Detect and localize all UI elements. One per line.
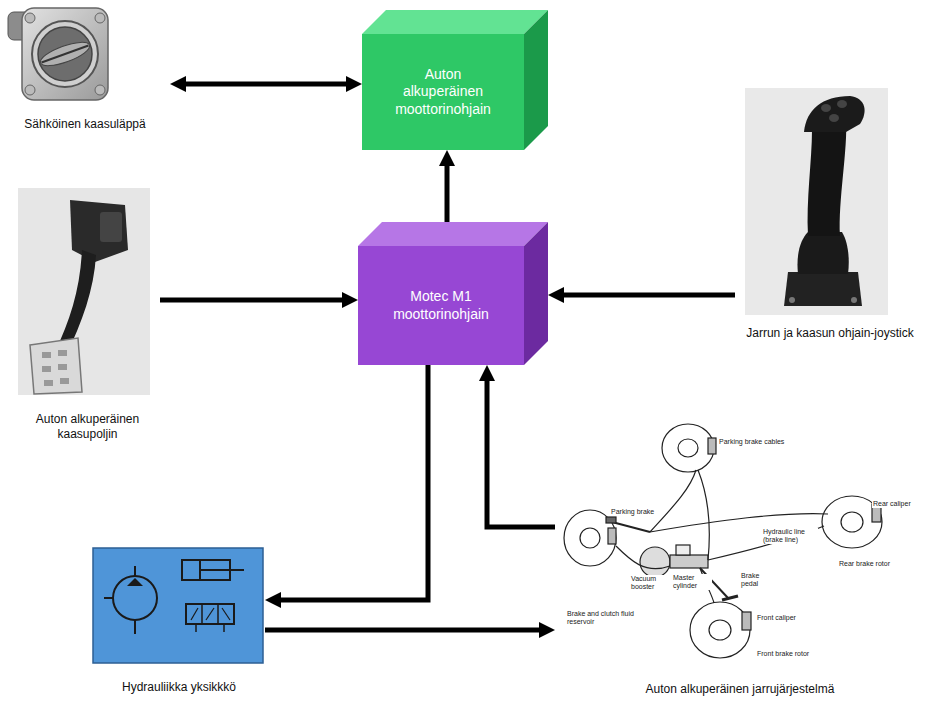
part-label: Parking brake [610, 508, 655, 516]
cube-front-face [358, 246, 524, 365]
part-label: Front caliper [756, 614, 797, 622]
part-label: Parking brake cables [718, 438, 785, 446]
cube-side-face [524, 222, 548, 365]
picture-caption: Auton alkuperäinen jarrujärjestelmä [646, 682, 835, 697]
part-label: Rear brake rotor [838, 560, 891, 568]
joystick-picture [745, 88, 888, 315]
arrow-connector [487, 376, 555, 527]
label-holder: Brake pedal [740, 572, 770, 590]
part-label: Rear caliper [872, 500, 912, 508]
part-label: Master cylinder [672, 574, 712, 589]
label-holder: Brake and clutch fluid reservoir [566, 610, 656, 628]
hydraulic-unit-box [93, 548, 263, 663]
cube-front-face [362, 34, 524, 150]
picture-caption: Hydrauliikka yksikkkö [122, 680, 236, 695]
box-label: Auton alkuperäinen moottorinohjain [386, 66, 501, 119]
hydraulic-node: Hydrauliikka yksikkkö [93, 548, 265, 700]
cube-top-face [358, 222, 548, 246]
throttle-node: Sähköinen kaasuläppä [0, 0, 170, 140]
arrow-connector [559, 293, 735, 298]
part-label: Front brake rotor [756, 650, 810, 658]
arrow-connector [276, 365, 428, 600]
label-holder: Parking brake cables [718, 430, 798, 448]
arrow-connector [181, 82, 351, 87]
picture-caption: Auton alkuperäinen kaasupoljin [20, 412, 155, 442]
label-holder: Rear brake rotor [838, 552, 908, 570]
label-holder: Master cylinder [672, 574, 712, 592]
brake-system-picture [564, 424, 882, 658]
arrow-connector [160, 298, 347, 303]
label-holder: Vacuum booster [630, 575, 666, 593]
part-label: Vacuum booster [630, 575, 666, 590]
picture-caption: Sähköinen kaasuläppä [24, 117, 145, 132]
cube-face-area: Motec M1 moottorinohjain [358, 246, 524, 365]
arrow-connector [265, 628, 544, 633]
ecu-cube: Auton alkuperäinen moottorinohjain [362, 10, 548, 150]
accelerator-pedal-picture [18, 188, 150, 395]
pedal-node: Auton alkuperäinen kaasupoljin [15, 185, 160, 450]
joystick-node: Jarrun ja kaasun ohjain-joystick [735, 85, 925, 347]
picture-caption: Jarrun ja kaasun ohjain-joystick [746, 326, 913, 341]
throttle-body-picture [8, 8, 108, 100]
part-label: Hydraulic line (brake line) [762, 528, 818, 543]
label-holder: Hydraulic line (brake line) [762, 528, 818, 546]
part-label: Brake and clutch fluid reservoir [566, 610, 656, 625]
part-label: Brake pedal [740, 572, 770, 587]
ecu-cube: Motec M1 moottorinohjain [358, 222, 548, 365]
box-label: Motec M1 moottorinohjain [384, 288, 499, 323]
arrow-connector [445, 161, 450, 222]
cube-top-face [362, 10, 548, 34]
label-holder: Front caliper [756, 606, 816, 624]
cube-side-face [524, 10, 548, 150]
label-holder: Parking brake [610, 500, 670, 518]
label-holder: Front brake rotor [756, 642, 826, 660]
label-holder: Rear caliper [872, 492, 922, 510]
cube-face-area: Auton alkuperäinen moottorinohjain [362, 34, 524, 150]
